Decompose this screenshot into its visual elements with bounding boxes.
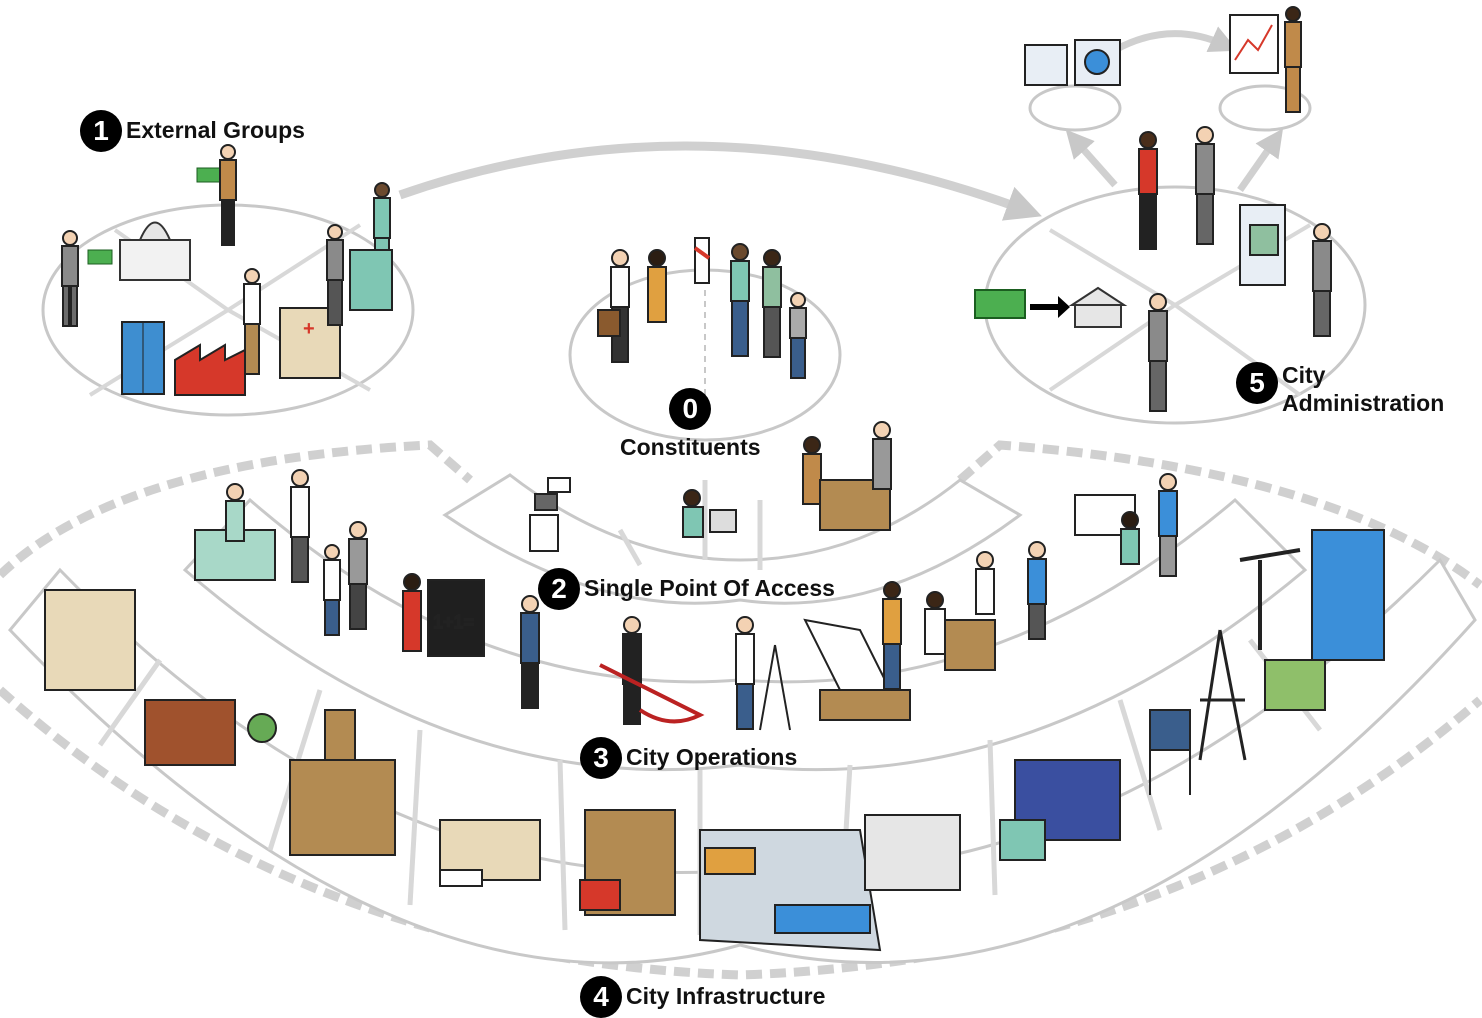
- flow-arrow-admin-up-right: [1237, 128, 1284, 193]
- flow-arrow-analytics-cycle: [1113, 26, 1238, 54]
- city-administration-label: 5 City Administration: [1236, 362, 1444, 417]
- constituents-people-icon: [597, 237, 807, 379]
- single-point-of-access-text: Single Point Of Access: [584, 575, 835, 602]
- infrastructure-dashed-boundary: [0, 440, 1482, 589]
- administration-people-icon: [1138, 6, 1332, 412]
- city-administration-text-block: City Administration: [1282, 362, 1444, 417]
- factory-icon: [174, 343, 246, 396]
- svg-text:1+1=: 1+1=: [433, 612, 474, 632]
- number-badge: 2: [538, 568, 580, 610]
- ring-spokes: [97, 480, 1322, 935]
- city-operations-text: City Operations: [626, 744, 798, 771]
- external-groups-label: 1 External Groups: [80, 110, 305, 152]
- external-people-icon: [61, 144, 393, 375]
- flow-arrow-external-to-admin: [398, 141, 1042, 221]
- office-tower-icon: [121, 321, 165, 395]
- external-groups-text: External Groups: [126, 117, 305, 144]
- city-administration-line2: Administration: [1282, 389, 1445, 416]
- infrastructure-dashed-bottom: [0, 686, 1482, 980]
- svg-text:+: +: [303, 318, 315, 340]
- flow-arrow-admin-up-left: [1065, 129, 1118, 188]
- single-point-of-access-label: 2 Single Point Of Access: [538, 568, 835, 610]
- analytics-disc-left: [1028, 84, 1122, 132]
- city-infrastructure-text: City Infrastructure: [626, 983, 826, 1010]
- operations-people-icon: 1+1=: [194, 469, 1178, 731]
- constituents-label: 0 Constituents: [620, 388, 761, 462]
- capitol-building-icon: [119, 221, 191, 281]
- money-transfer-icon: [974, 286, 1128, 328]
- number-badge: 3: [580, 737, 622, 779]
- city-operations-label: 3 City Operations: [580, 737, 797, 779]
- number-badge: 0: [669, 388, 712, 430]
- access-channels-icon: [529, 421, 892, 552]
- access-ring: [442, 473, 1023, 605]
- city-infrastructure-label: 4 City Infrastructure: [580, 976, 825, 1018]
- hospital-building-icon: +: [279, 307, 341, 379]
- city-administration-line1: City: [1282, 362, 1326, 388]
- infrastructure-buildings-icon: [44, 529, 1385, 952]
- constituents-text: Constituents: [620, 434, 761, 460]
- chart-boards-icon: [1024, 14, 1286, 286]
- money-icon: [87, 167, 222, 265]
- number-badge: 4: [580, 976, 622, 1018]
- number-badge: 1: [80, 110, 122, 152]
- number-badge: 5: [1236, 362, 1278, 404]
